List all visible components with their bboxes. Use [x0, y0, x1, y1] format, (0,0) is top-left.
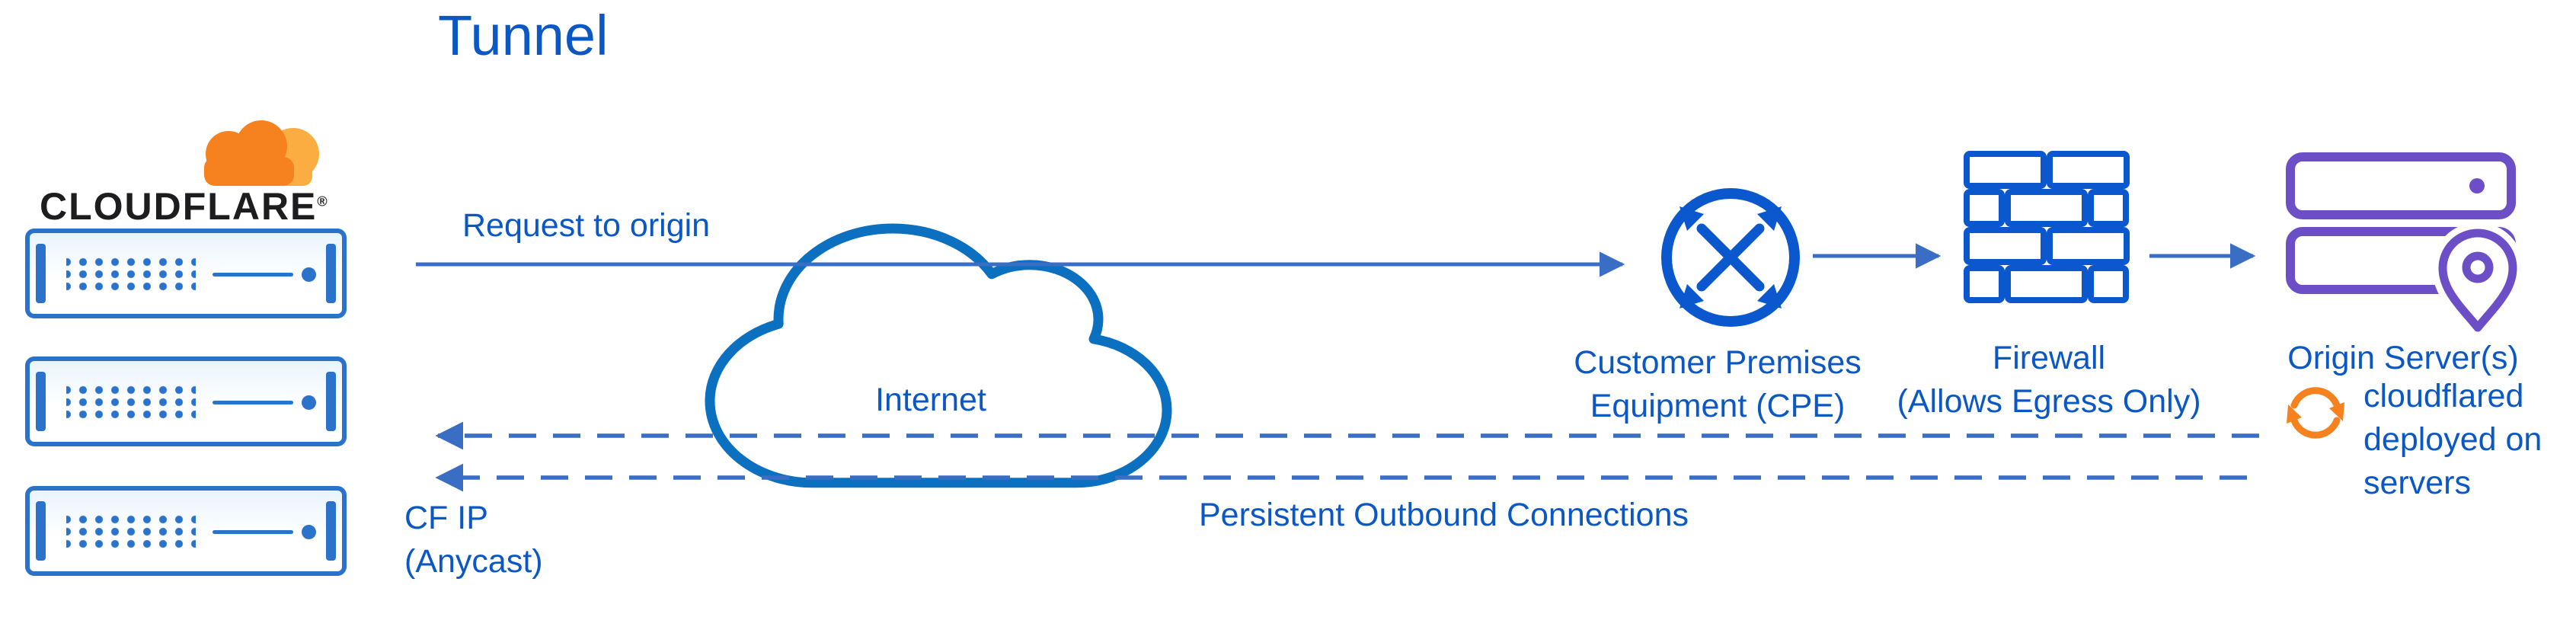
server-rack-ear-icon [326, 244, 336, 303]
cloudflared-sync-icon [2287, 387, 2344, 439]
server-rack-ear-icon [36, 372, 46, 431]
origin-server-icon [2286, 152, 2523, 338]
location-pin-icon [2432, 222, 2523, 338]
cloudflare-cloud-icon [204, 120, 319, 186]
firewall-label-line1: Firewall [1992, 340, 2106, 376]
edge-server-3 [25, 486, 347, 576]
cpe-router-icon [1661, 188, 1800, 327]
server-rack-ear-icon [326, 372, 336, 431]
firewall-icon [1964, 151, 2130, 303]
server-slot-icon [213, 530, 293, 534]
cf-ip-anycast-label: CF IP (Anycast) [404, 497, 543, 583]
server-vents-icon [66, 513, 196, 550]
server-slot-icon [213, 401, 293, 404]
server-led-icon [302, 395, 316, 410]
brand-name: CLOUDFLARE [40, 185, 318, 228]
cpe-label: Customer Premises Equipment (CPE) [1466, 341, 1969, 428]
server-led-icon [302, 267, 316, 282]
diagram-title: Tunnel [438, 4, 609, 67]
server-vents-icon [66, 384, 196, 420]
cpe-label-line1: Customer Premises [1574, 344, 1862, 381]
server-rack-ear-icon [36, 501, 46, 561]
persistent-connections-label: Persistent Outbound Connections [1199, 497, 1689, 533]
firewall-label-line2: (Allows Egress Only) [1897, 383, 2201, 420]
internet-label: Internet [875, 382, 986, 418]
server-slot-icon [213, 273, 293, 277]
origin-server-label: Origin Server(s) [2287, 340, 2519, 376]
edge-server-1 [25, 229, 347, 318]
firewall-label: Firewall (Allows Egress Only) [1828, 337, 2270, 424]
server-vents-icon [66, 256, 196, 293]
server-rack-ear-icon [326, 501, 336, 561]
registered-mark: ® [317, 193, 329, 209]
request-to-origin-label: Request to origin [462, 207, 711, 244]
cf-ip-label-line2: (Anycast) [404, 543, 543, 580]
edge-server-2 [25, 356, 347, 446]
server-led-icon [302, 525, 316, 539]
internet-cloud-icon [710, 229, 1167, 483]
cloudflared-note-label: cloudflared deployed on servers [2363, 378, 2542, 501]
cloudflare-wordmark: CLOUDFLARE® [40, 184, 329, 229]
cpe-label-line2: Equipment (CPE) [1590, 388, 1846, 424]
server-rack-ear-icon [36, 244, 46, 303]
cf-ip-label-line1: CF IP [404, 500, 488, 536]
